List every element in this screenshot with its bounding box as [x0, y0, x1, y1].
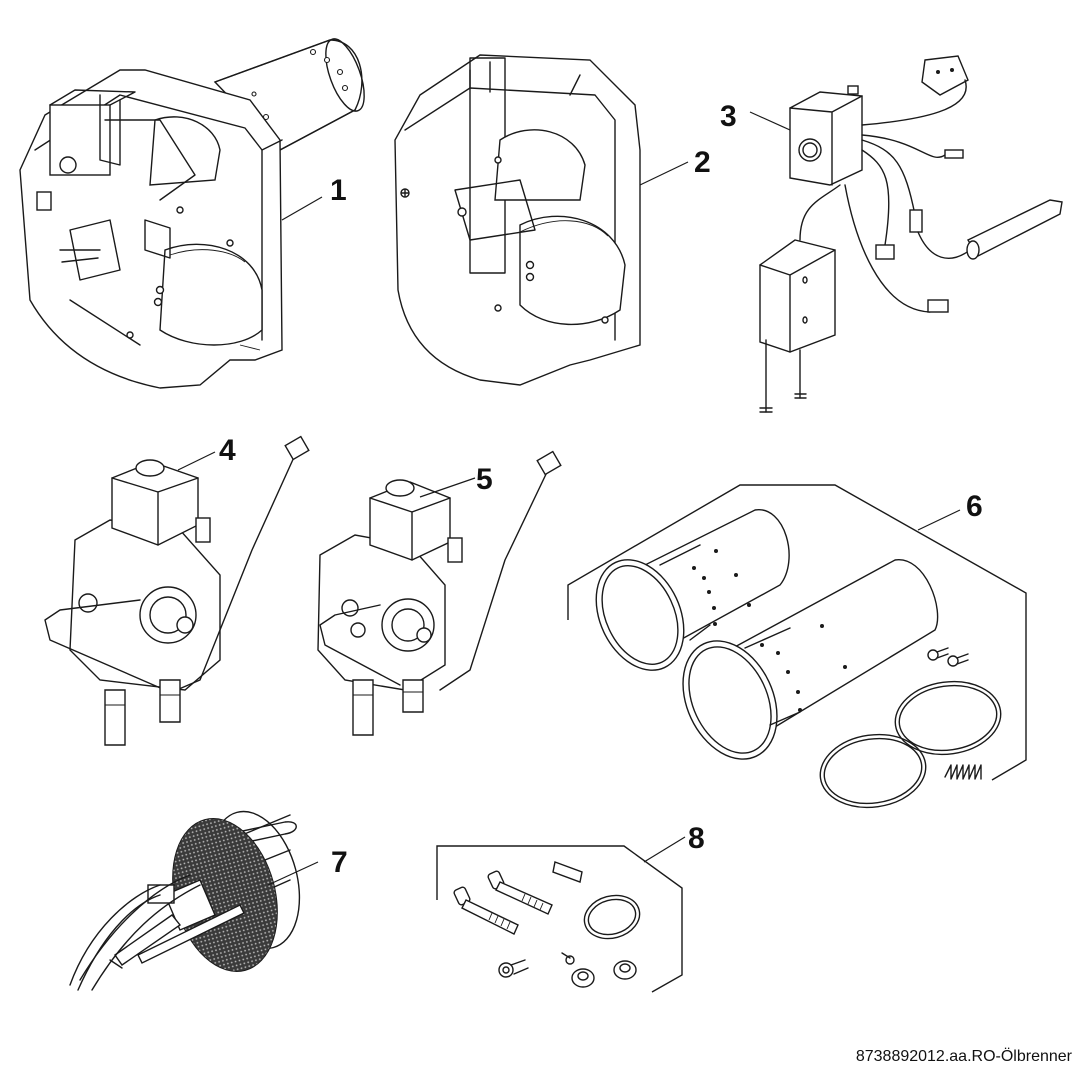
leader-line-1	[281, 196, 323, 221]
part-5-oil-pump	[317, 450, 562, 736]
callout-6: 6	[966, 490, 983, 523]
part-8-small-parts-set	[453, 861, 641, 988]
leader-line-5	[419, 477, 476, 498]
part-2-burner-housing	[394, 54, 641, 386]
part-3-control-unit	[759, 55, 1063, 413]
callout-8: 8	[688, 822, 705, 855]
callout-4: 4	[219, 434, 236, 467]
figure-caption: 8738892012.aa.RO-Ölbrenner	[855, 1048, 1072, 1065]
part-7-nozzle-assembly	[69, 810, 301, 991]
callout-5: 5	[476, 463, 493, 496]
part-6-blast-tube-set	[595, 509, 1002, 809]
part-1-burner-assembly	[19, 38, 365, 389]
leader-line-7	[267, 861, 319, 886]
leader-line-2	[639, 161, 689, 186]
callout-3: 3	[720, 100, 737, 133]
part-4-oil-pump	[44, 435, 310, 746]
leader-line-6	[917, 509, 961, 531]
leader-line-8	[643, 836, 686, 863]
leader-line-3	[749, 111, 791, 131]
callout-2: 2	[694, 146, 711, 179]
bracket-8	[436, 845, 683, 993]
callout-1: 1	[330, 174, 347, 207]
bracket-6	[567, 484, 1027, 781]
callout-7: 7	[331, 846, 348, 879]
leader-line-4	[177, 451, 216, 471]
